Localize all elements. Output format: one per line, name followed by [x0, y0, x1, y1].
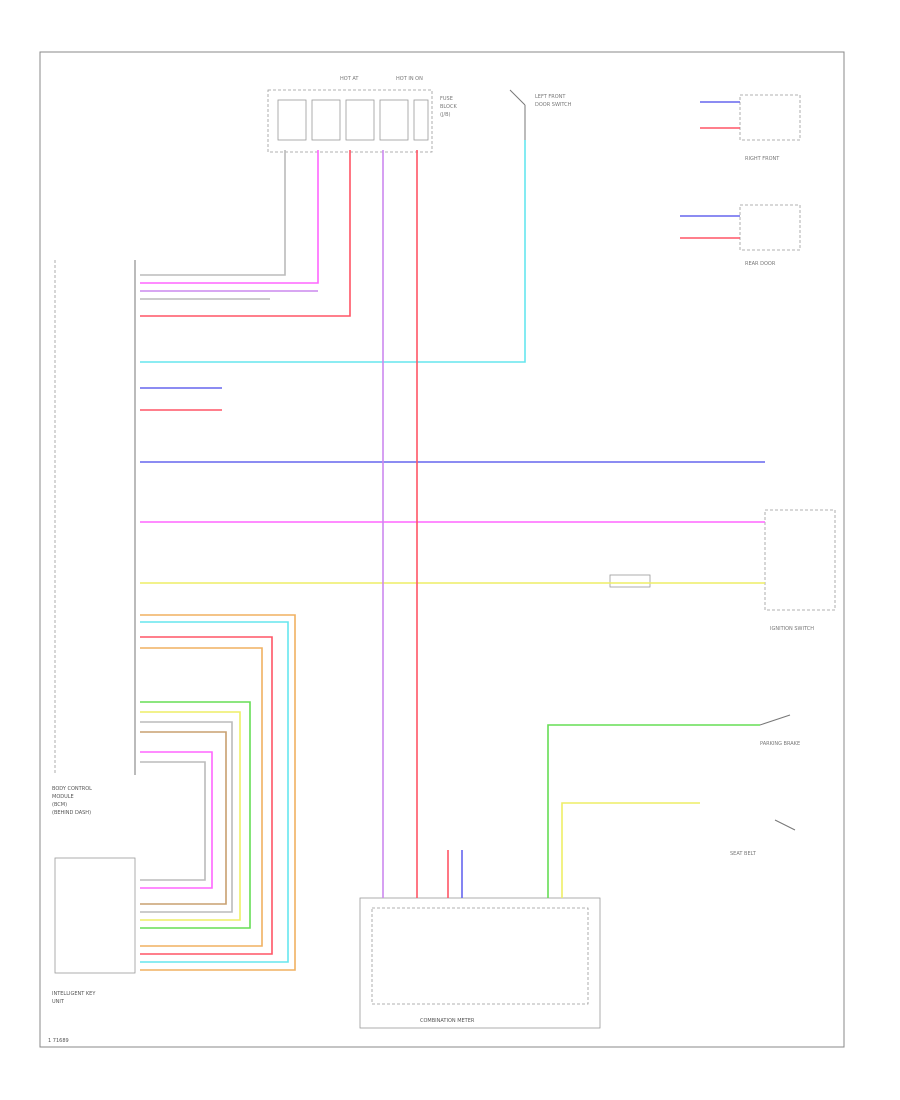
svg-text:COMBINATION METER: COMBINATION METER — [420, 1018, 475, 1024]
svg-text:MODULE: MODULE — [52, 794, 74, 800]
wire-orange-14 — [140, 647, 263, 947]
wire-gray-0 — [140, 150, 286, 276]
svg-text:INTELLIGENT KEY: INTELLIGENT KEY — [52, 991, 96, 997]
wire-red-4 — [140, 150, 351, 317]
page-frame — [39, 51, 845, 1048]
svg-text:(BEHIND DASH): (BEHIND DASH) — [52, 810, 91, 816]
wire-green-15 — [140, 701, 251, 929]
combination-meter: COMBINATION METER — [359, 897, 601, 1029]
svg-text:REAR DOOR: REAR DOOR — [745, 261, 776, 267]
wire-gray-20 — [140, 761, 206, 881]
diagram-id: 1 71689 — [48, 1038, 69, 1044]
parking-brake-switch: PARKING BRAKE — [759, 714, 800, 747]
fuse-block: HOT AT HOT IN ON FUSE BLOCK (J/B) — [267, 76, 457, 153]
wire-lightblue-5 — [140, 140, 526, 363]
wire-orange-11 — [140, 614, 296, 971]
left-front-door-switch: LEFT FRONT DOOR SWITCH — [509, 89, 572, 140]
fuse-link — [609, 574, 651, 588]
wire-red-13 — [140, 636, 273, 955]
svg-text:FUSE: FUSE — [440, 96, 453, 102]
wire-pink-19 — [140, 751, 213, 889]
wire-green-23 — [547, 724, 760, 898]
body-control-module: BODY CONTROL MODULE (BCM) (BEHIND DASH) — [52, 260, 136, 816]
svg-text:UNIT: UNIT — [52, 999, 65, 1005]
svg-text:HOT IN ON: HOT IN ON — [396, 76, 423, 82]
wire-brown-18 — [140, 731, 227, 905]
right-front-door-switch: RIGHT FRONT — [739, 94, 801, 162]
ignition-switch: IGNITION SWITCH — [764, 509, 836, 632]
svg-text:(J/B): (J/B) — [440, 112, 451, 118]
wire-lightblue-12 — [140, 621, 289, 963]
svg-text:RIGHT FRONT: RIGHT FRONT — [745, 156, 780, 162]
rear-door-switch: REAR DOOR — [739, 204, 801, 267]
svg-text:BLOCK: BLOCK — [440, 104, 457, 110]
intelligent-key-unit: INTELLIGENT KEY UNIT — [52, 857, 136, 1005]
svg-text:IGNITION SWITCH: IGNITION SWITCH — [770, 626, 814, 632]
wire-gray-17 — [140, 721, 233, 913]
wire-layer — [140, 101, 765, 971]
svg-text:SEAT BELT: SEAT BELT — [730, 851, 757, 857]
svg-text:(BCM): (BCM) — [52, 802, 67, 808]
svg-text:LEFT FRONT: LEFT FRONT — [535, 94, 566, 100]
seat-belt-buckle-switch: SEAT BELT — [730, 819, 796, 857]
wire-pink-1 — [140, 150, 319, 284]
wire-yellow-16 — [140, 711, 241, 921]
svg-text:HOT AT: HOT AT — [340, 76, 359, 82]
wire-yellow-24 — [561, 802, 700, 898]
svg-text:BODY CONTROL: BODY CONTROL — [52, 786, 92, 792]
svg-text:PARKING BRAKE: PARKING BRAKE — [760, 741, 800, 747]
svg-text:DOOR SWITCH: DOOR SWITCH — [535, 102, 572, 108]
